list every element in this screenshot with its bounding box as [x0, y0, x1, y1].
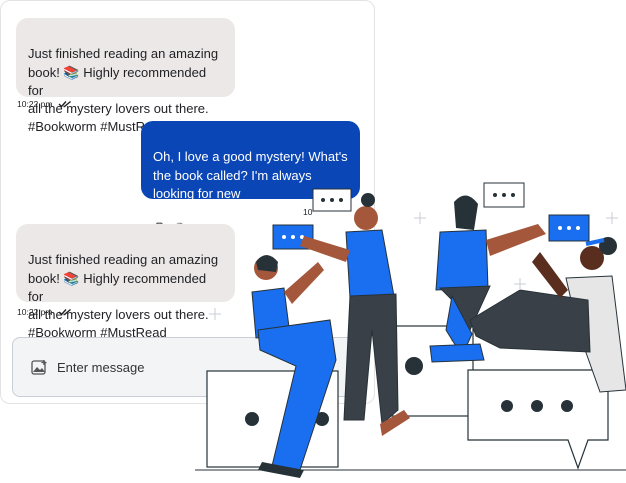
message-input[interactable]: Enter message	[57, 360, 145, 375]
outgoing-message: Oh, I love a good mystery! What's the bo…	[141, 121, 360, 237]
timestamp: 10	[303, 207, 313, 217]
incoming-message-1: Just finished reading an amazing book! 📚…	[16, 18, 235, 134]
message-meta-3: 10:22 pm	[17, 307, 72, 317]
image-add-icon[interactable]	[31, 359, 49, 376]
message-meta-2: 10	[303, 207, 312, 217]
timestamp: 10:22 pm	[17, 99, 53, 109]
message-text: Just finished reading an amazing book! 📚…	[28, 46, 219, 135]
message-text: Just finished reading an amazing book! 📚…	[28, 252, 219, 341]
incoming-message-2: Just finished reading an amazing book! 📚…	[16, 224, 235, 340]
message-meta-1: 10:22 pm	[17, 99, 72, 109]
double-check-icon	[58, 100, 72, 108]
timestamp: 10:22 pm	[17, 307, 53, 317]
double-check-icon	[58, 308, 72, 316]
